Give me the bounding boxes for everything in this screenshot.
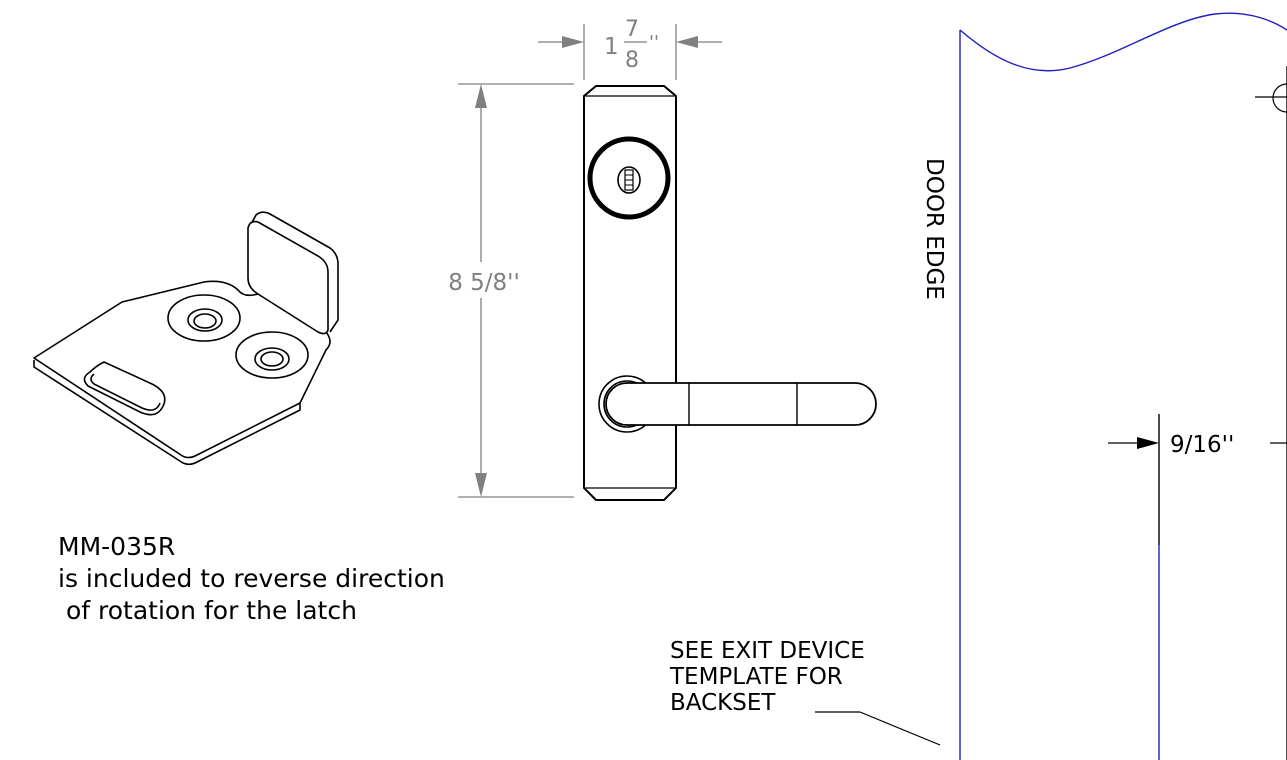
reversing-bracket-icon <box>33 211 339 466</box>
width-dimension-denominator: 8 <box>625 48 639 73</box>
door-edge-outline <box>959 12 1287 760</box>
offset-dimension-label: 9/16'' <box>1170 432 1234 458</box>
part-number-label: MM-035R <box>58 532 175 561</box>
right-edge-partial-geometry <box>1158 66 1287 760</box>
width-dimension <box>538 24 722 80</box>
width-dimension-numerator: 7 <box>625 17 639 42</box>
backset-note-line-2: TEMPLATE FOR <box>669 664 843 690</box>
width-dimension-unit: '' <box>649 32 659 53</box>
offset-dimension <box>1108 437 1159 449</box>
height-dimension <box>458 83 574 498</box>
key-cylinder-icon <box>587 136 671 220</box>
part-note-line-1: is included to reverse direction <box>58 564 445 593</box>
backset-leader-line <box>815 711 941 746</box>
part-note-line-2: of rotation for the latch <box>58 596 357 625</box>
backset-note-line-1: SEE EXIT DEVICE <box>670 638 865 664</box>
door-edge-label: DOOR EDGE <box>921 158 947 300</box>
width-dimension-whole: 1 <box>604 34 619 60</box>
backset-note-line-3: BACKSET <box>670 690 776 716</box>
height-dimension-label: 8 5/8'' <box>448 270 520 296</box>
lever-trim-icon <box>583 85 877 501</box>
